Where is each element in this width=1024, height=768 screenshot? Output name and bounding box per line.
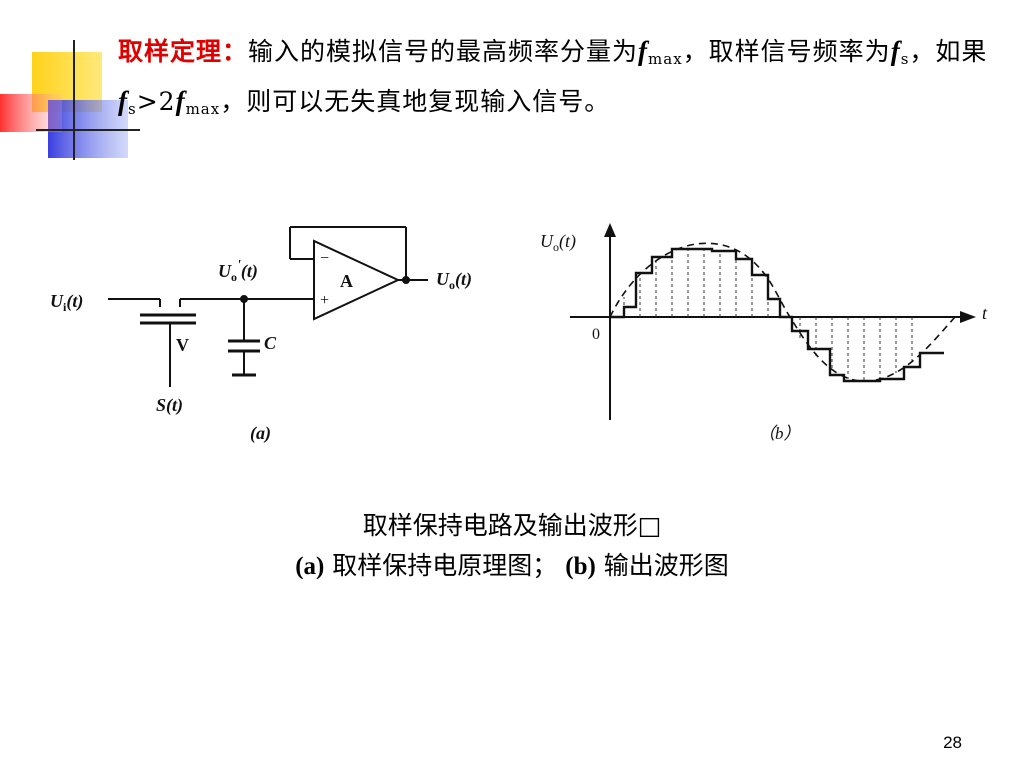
caption-line-2: (a) 取样保持电原理图； (b) 输出波形图 — [295, 551, 729, 580]
st-label: S(t) — [156, 395, 183, 416]
theorem-text: 取样定理：输入的模拟信号的最高频率分量为fmax，取样信号频率为fs，如果fs>… — [118, 36, 988, 118]
figure: Ui(t) Uo'(t) Uo(t) A − + V C S(t) (a) — [50, 223, 988, 444]
minus-sign: − — [320, 250, 329, 267]
deco-red-bar — [0, 94, 62, 132]
panel-label-b: （b） — [758, 424, 801, 443]
page-number: 28 — [943, 733, 962, 752]
origin-label: 0 — [592, 326, 600, 343]
caption-line-1: 取样保持电路及输出波形□ — [362, 511, 662, 540]
panel-label-a: (a) — [250, 423, 271, 444]
switch-label: V — [176, 335, 189, 355]
circuit-diagram — [108, 226, 428, 387]
sample-lines — [623, 249, 913, 381]
circuit-labels: Ui(t) Uo'(t) Uo(t) A − + V C S(t) (a) — [50, 250, 472, 444]
amp-label: A — [340, 271, 353, 291]
op-amp — [313, 239, 401, 321]
svg-text:Uo'(t): Uo'(t) — [218, 258, 258, 284]
svg-text:Uo(t): Uo(t) — [436, 269, 472, 292]
output-staircase — [610, 247, 944, 383]
corner-decoration — [0, 40, 140, 160]
y-axis-label: Uo(t) — [540, 231, 576, 254]
capacitor-label: C — [264, 333, 277, 353]
input-sine-curve — [609, 242, 956, 382]
theorem-lead: 取样定理： — [118, 37, 249, 66]
svg-text:Ui(t): Ui(t) — [50, 291, 83, 314]
x-axis-label: t — [982, 303, 988, 323]
figure-caption: 取样保持电路及输出波形□ (a) 取样保持电原理图； (b) 输出波形图 — [0, 506, 1024, 587]
plus-sign: + — [320, 292, 329, 309]
waveform-plot: Uo(t) 0 t （b） — [540, 223, 988, 443]
